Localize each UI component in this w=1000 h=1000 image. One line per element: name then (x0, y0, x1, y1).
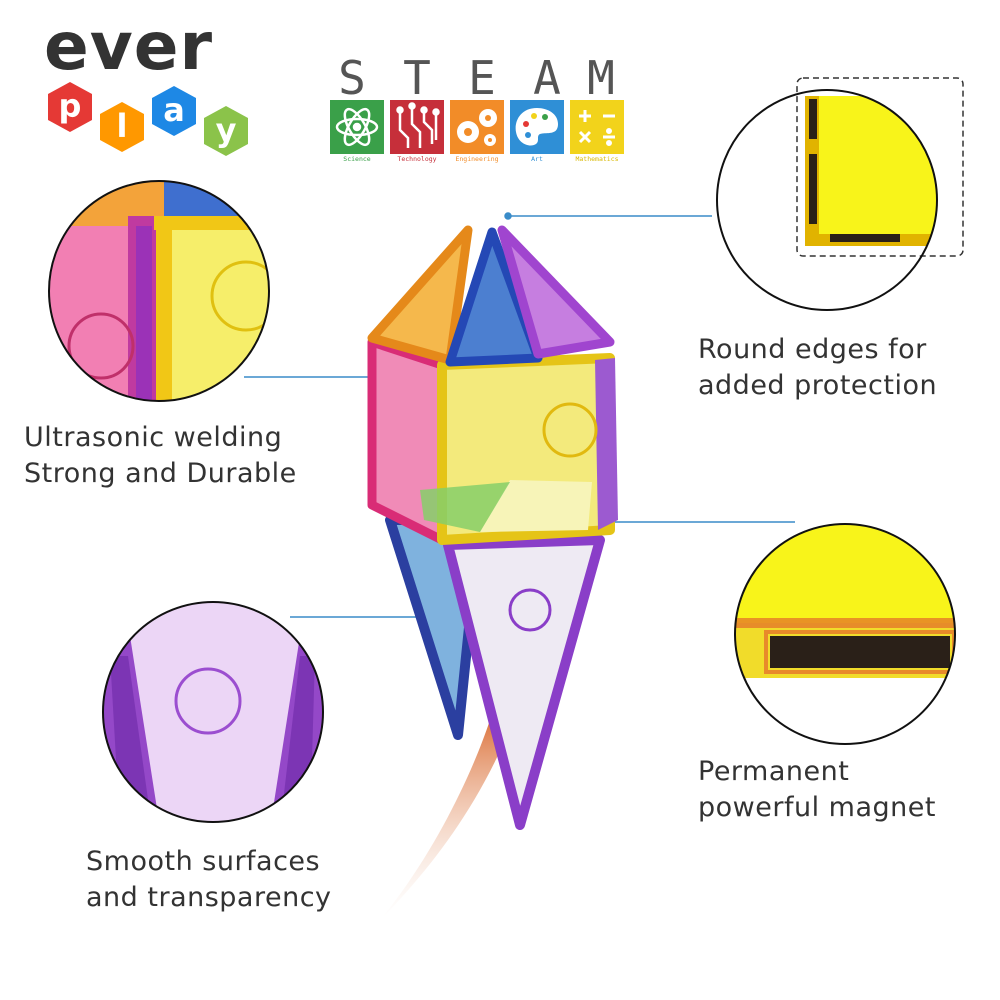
tile-purple-edge (595, 358, 618, 530)
hex-letter: a (163, 91, 185, 129)
hex-p: p (48, 82, 92, 132)
callout-welding (48, 180, 270, 402)
callout-smooth (102, 601, 324, 823)
hex-l: l (100, 102, 144, 152)
hex-a: a (152, 86, 196, 136)
steam-tile-mathematics (570, 100, 624, 154)
hex-y: y (204, 106, 248, 156)
callout-circle-outline (716, 89, 938, 311)
zoom-dashed-frame (796, 77, 964, 257)
steam-label-engineering: Engineering (455, 155, 499, 163)
magnet-strip (809, 99, 817, 139)
steam-tiles (330, 100, 624, 154)
magnet-strip (830, 234, 900, 242)
steam-title: S T E A M (338, 52, 615, 104)
callout-round-edges (716, 77, 964, 311)
callout-circle-outline (102, 601, 324, 823)
steam-label-art: Art (531, 155, 543, 163)
caption-line: Ultrasonic welding (24, 422, 283, 453)
zoom-yellow-corner (805, 96, 937, 246)
steam-tile-science (330, 100, 384, 154)
rocket-product-image (367, 225, 618, 920)
palette-icon (515, 108, 558, 146)
caption-line: added protection (698, 370, 938, 401)
steam-tile-art (510, 100, 564, 154)
tile-violet-triangle (497, 225, 615, 359)
caption-line: powerful magnet (698, 792, 936, 823)
caption-welding: Ultrasonic welding Strong and Durable (24, 420, 297, 492)
flame-trail (380, 720, 505, 920)
steam-label-science: Science (343, 155, 371, 163)
tile-inner-light (480, 480, 592, 532)
tile-circle-mark (508, 588, 552, 632)
steam-letter: S (338, 52, 366, 104)
caption-line: Smooth surfaces (86, 846, 321, 877)
hex-letter: l (117, 107, 128, 145)
caption-smooth: Smooth surfaces and transparency (86, 844, 332, 916)
steam-letter: T (403, 52, 431, 104)
tile-blue-triangle (445, 227, 543, 367)
caption-round-edges: Round edges for added protection (698, 332, 937, 404)
caption-magnet: Permanent powerful magnet (698, 754, 936, 826)
caption-line: Round edges for (698, 334, 927, 365)
brand-logo-word: ever (44, 8, 214, 85)
tile-purple-fin (443, 535, 605, 830)
steam-letter: M (587, 52, 615, 104)
steam-tile-technology (390, 100, 444, 154)
tile-circle-mark (542, 402, 598, 458)
brand-logo-hexagons: p l a y (48, 82, 248, 156)
steam-letter: A (533, 52, 561, 104)
callout-magnet (734, 523, 956, 745)
caption-line: Permanent (698, 756, 850, 787)
steam-label-technology: Technology (397, 155, 437, 163)
callout-circle-outline (48, 180, 270, 402)
caption-line: and transparency (86, 882, 332, 913)
magnet-strip (770, 636, 950, 668)
hex-letter: p (59, 87, 82, 125)
tile-green-inner (420, 482, 510, 532)
leader-dot (504, 212, 512, 220)
steam-tile-engineering (450, 100, 504, 154)
tile-orange-triangle (367, 225, 473, 365)
steam-label-mathematics: Mathematics (575, 155, 619, 163)
atom-icon (335, 107, 379, 147)
hex-letter: y (216, 111, 237, 149)
caption-line: Strong and Durable (24, 458, 297, 489)
callout-circle-outline (734, 523, 956, 745)
gears-icon (457, 109, 497, 146)
circuit-icon (396, 102, 440, 148)
magnet-strip (809, 154, 817, 224)
steam-letter: E (468, 52, 496, 104)
math-symbols-icon (578, 110, 615, 146)
